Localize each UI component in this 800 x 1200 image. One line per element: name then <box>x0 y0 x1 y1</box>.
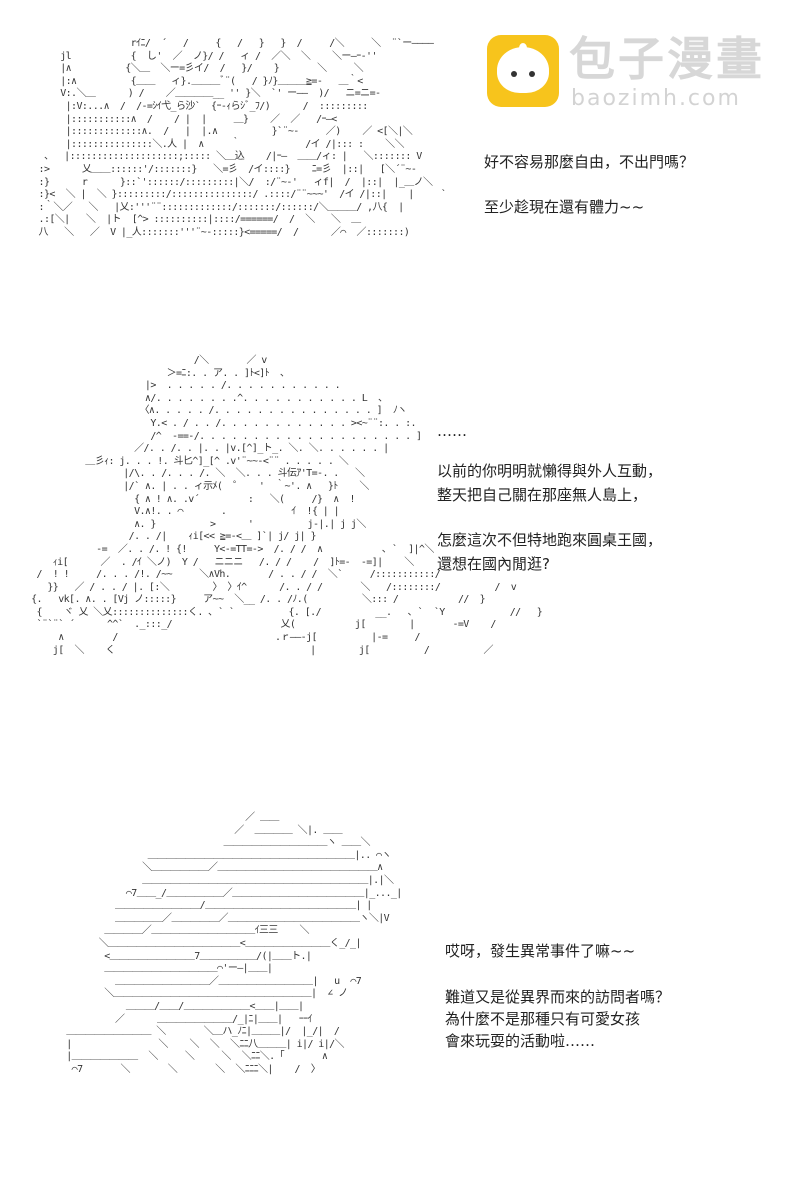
bun-top <box>519 43 527 53</box>
panel1-dialogue-line1: 好不容易那麼自由，不出門嗎？ <box>484 153 695 171</box>
panel1-dialogue-line2: 至少趁現在還有體力~~ <box>484 198 645 216</box>
steamed-bun-icon <box>487 35 559 107</box>
bun-face <box>497 43 549 93</box>
ascii-art-character-2: /＼ ／ v ＞=ﾆ:. . ア. . ]ﾄ<]ﾄ 、 |> . . . . .… <box>31 355 543 656</box>
panel3-dialogue-line1: 哎呀，發生異常事件了嘛~~ <box>445 942 636 960</box>
watermark-brand-cn: 包子漫畫 <box>569 32 765 86</box>
panel2-dialogue-line4: 怎麼這次不但特地跑來圓桌王國， <box>437 531 663 549</box>
watermark-logo: 包子漫畫 baozimh.com <box>487 33 777 113</box>
panel2-dialogue-line2: 以前的你明明就懶得與外人互動， <box>437 462 663 480</box>
bun-eye-right <box>529 71 535 77</box>
panel2-dialogue-line3: 整天把自己關在那座無人島上， <box>437 486 648 504</box>
panel2-dialogue-line1: …… <box>437 422 467 440</box>
panel3-dialogue-line2: 難道又是從異界而來的訪問者嗎？ <box>445 988 671 1006</box>
panel3-dialogue-line4: 會來玩耍的活動啦…… <box>445 1032 596 1050</box>
panel2-dialogue-line5: 還想在國內閒逛? <box>437 555 550 573</box>
ascii-art-character-1: rｲﾆ/ ´ / { / } } / /＼ ＼ ¨`ー―――― jl { し' … <box>38 38 447 238</box>
panel3-dialogue-line3: 為什麼不是那種只有可愛女孩 <box>445 1010 641 1028</box>
ascii-art-character-3: ／ ＿＿ ／ ＿＿＿＿ ＼|. ＿＿ ＿＿＿＿＿＿＿＿＿＿＿ヽ ＿＿＼ ＿＿＿＿… <box>66 812 402 1075</box>
bun-eye-left <box>511 71 517 77</box>
watermark-brand-en: baozimh.com <box>571 86 741 111</box>
